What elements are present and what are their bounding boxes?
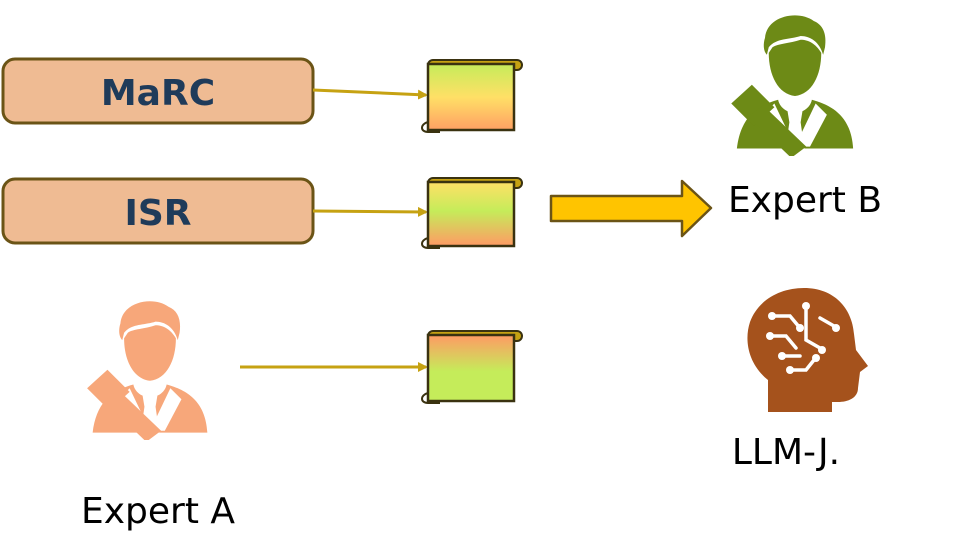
method-box-marc: MaRC [1, 57, 315, 125]
method-box-isr: ISR [1, 177, 315, 245]
llm-brain-head-icon [747, 288, 868, 412]
llm-label: LLM-J. [732, 432, 840, 473]
expert-b-judge-icon [731, 15, 854, 156]
expert-b-label: Expert B [728, 180, 882, 221]
expert-a-label: Expert A [81, 491, 235, 532]
method-label-isr: ISR [124, 193, 191, 234]
connector-marc-to-scroll [312, 88, 428, 100]
method-label-marc: MaRC [101, 73, 215, 114]
connector-isr-to-scroll [312, 206, 428, 217]
expert-a-judge-icon [87, 301, 208, 440]
scroll-icon-marc [421, 59, 523, 133]
scroll-icon-isr [421, 177, 523, 249]
scroll-icon-expert-a [421, 330, 523, 404]
big-arrow-icon [549, 179, 713, 238]
